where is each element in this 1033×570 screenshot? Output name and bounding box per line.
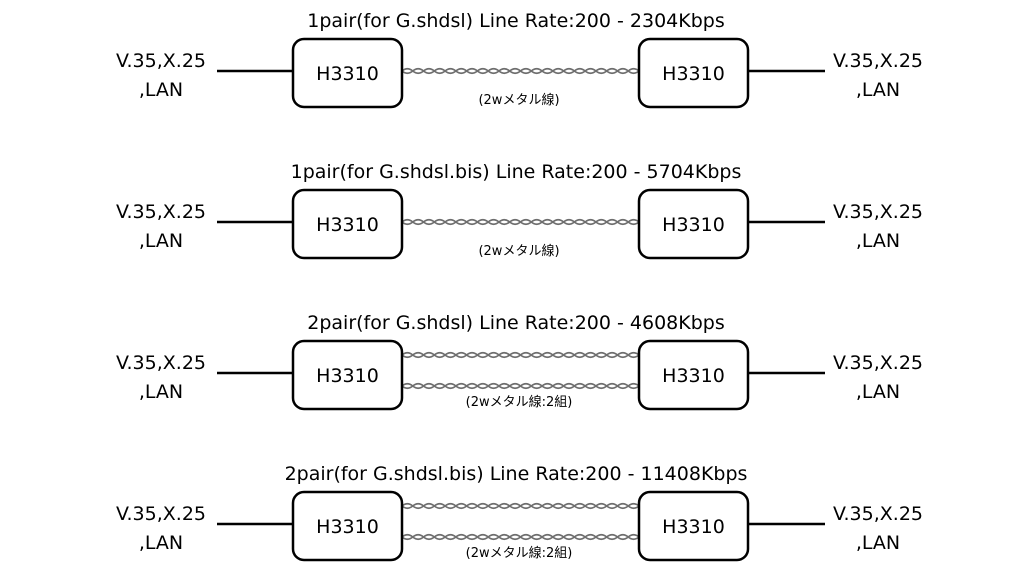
- left-device-box: [291, 37, 404, 109]
- right-interface-label: V.35,X.25: [833, 50, 923, 72]
- left-device-label: H3310: [316, 516, 379, 538]
- left-device-box: [291, 490, 404, 562]
- right-device-label: H3310: [662, 516, 725, 538]
- cable-caption: (2wメタル線): [478, 92, 559, 108]
- left-device-label: H3310: [316, 365, 379, 387]
- left-interface-label: V.35,X.25: [116, 201, 206, 223]
- left-interface-label: V.35,X.25: [116, 503, 206, 525]
- right-interface-label: V.35,X.25: [833, 352, 923, 374]
- right-device-box: [637, 490, 750, 562]
- right-device-label: H3310: [662, 365, 725, 387]
- twisted-wire: [401, 533, 640, 541]
- twisted-wire: [401, 502, 640, 510]
- right-interface-label: ,LAN: [856, 381, 900, 403]
- cable-caption: (2wメタル線:2組): [466, 394, 573, 410]
- row-title: 1pair(for G.shdsl.bis) Line Rate:200 - 5…: [291, 161, 742, 183]
- link-row: 1pair(for G.shdsl) Line Rate:200 - 2304K…: [116, 10, 923, 109]
- left-interface-label: ,LAN: [139, 532, 183, 554]
- right-device-box: [637, 37, 750, 109]
- twisted-wire: [401, 351, 640, 359]
- left-interface-label: ,LAN: [139, 79, 183, 101]
- link-row: 2pair(for G.shdsl.bis) Line Rate:200 - 1…: [116, 463, 923, 562]
- right-device-box: [637, 339, 750, 411]
- left-interface-label: V.35,X.25: [116, 50, 206, 72]
- right-interface-label: V.35,X.25: [833, 503, 923, 525]
- link-row: 2pair(for G.shdsl) Line Rate:200 - 4608K…: [116, 312, 923, 411]
- right-interface-label: ,LAN: [856, 79, 900, 101]
- right-interface-label: ,LAN: [856, 230, 900, 252]
- left-interface-label: ,LAN: [139, 381, 183, 403]
- right-device-label: H3310: [662, 63, 725, 85]
- left-device-label: H3310: [316, 63, 379, 85]
- right-interface-label: ,LAN: [856, 532, 900, 554]
- twisted-wire: [401, 67, 640, 75]
- twisted-wire: [401, 218, 640, 226]
- cable-caption: (2wメタル線:2組): [466, 545, 573, 561]
- right-interface-label: V.35,X.25: [833, 201, 923, 223]
- twisted-wire: [401, 382, 640, 390]
- left-interface-label: V.35,X.25: [116, 352, 206, 374]
- row-title: 2pair(for G.shdsl) Line Rate:200 - 4608K…: [307, 312, 725, 334]
- left-device-box: [291, 339, 404, 411]
- cable-caption: (2wメタル線): [478, 243, 559, 259]
- left-device-label: H3310: [316, 214, 379, 236]
- link-row: 1pair(for G.shdsl.bis) Line Rate:200 - 5…: [116, 161, 923, 260]
- right-device-box: [637, 188, 750, 260]
- row-title: 1pair(for G.shdsl) Line Rate:200 - 2304K…: [307, 10, 725, 32]
- row-title: 2pair(for G.shdsl.bis) Line Rate:200 - 1…: [285, 463, 748, 485]
- left-interface-label: ,LAN: [139, 230, 183, 252]
- left-device-box: [291, 188, 404, 260]
- right-device-label: H3310: [662, 214, 725, 236]
